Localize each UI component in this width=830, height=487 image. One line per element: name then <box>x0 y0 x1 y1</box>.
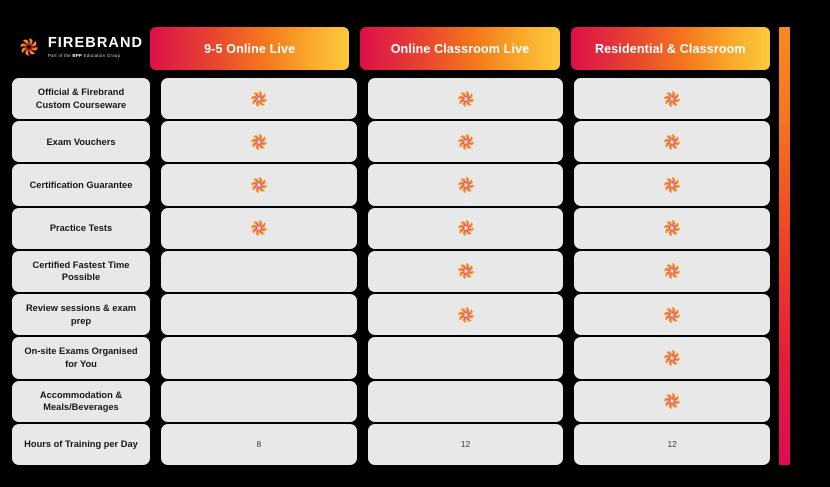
hours-value: 12 <box>667 439 677 450</box>
cell-practice-tests-residential-classroom <box>574 207 771 249</box>
cell-certification-guarantee-residential-classroom <box>574 164 771 206</box>
cell-accommodation-meals-beverages-online-classroom-live <box>367 380 564 422</box>
row-label-certification-guarantee: Certification Guarantee <box>12 164 150 206</box>
firebrand-check-icon <box>661 217 683 239</box>
row-label-review-sessions-exam-prep: Review sessions & exam prep <box>12 294 150 336</box>
table-row: Accommodation & Meals/Beverages <box>12 380 771 422</box>
cell-practice-tests-online-classroom-live <box>367 207 564 249</box>
firebrand-check-icon <box>455 88 477 110</box>
cell-exam-vouchers-online-classroom-live <box>367 121 564 163</box>
cell-accommodation-meals-beverages-online-live-9-5 <box>161 380 357 422</box>
table-row: Exam Vouchers <box>12 121 771 163</box>
row-label-accommodation-meals-beverages: Accommodation & Meals/Beverages <box>12 380 150 422</box>
table-row: Certification Guarantee <box>12 164 771 206</box>
cell-accommodation-meals-beverages-residential-classroom <box>574 380 771 422</box>
firebrand-check-icon <box>661 390 683 412</box>
cell-official-firebrand-custom-courseware-online-classroom-live <box>367 78 564 120</box>
table-row: Practice Tests <box>12 207 771 249</box>
cell-exam-vouchers-online-live-9-5 <box>161 121 357 163</box>
row-label-practice-tests: Practice Tests <box>12 207 150 249</box>
cell-hours-of-training-per-day-online-classroom-live: 12 <box>367 423 564 465</box>
row-label-official-firebrand-custom-courseware: Official & Firebrand Custom Courseware <box>12 78 150 120</box>
column-header-online-live-9-5[interactable]: 9-5 Online Live <box>150 27 350 70</box>
table-row: Certified Fastest Time Possible <box>12 250 771 293</box>
column-header-residential-classroom[interactable]: Residential & Classroom <box>570 27 770 70</box>
row-label-on-site-exams-organised-for-you: On-site Exams Organised for You <box>12 337 150 379</box>
cell-hours-of-training-per-day-online-live-9-5: 8 <box>161 423 357 465</box>
row-label-hours-of-training-per-day: Hours of Training per Day <box>12 423 150 465</box>
cell-hours-of-training-per-day-residential-classroom: 12 <box>574 423 771 465</box>
cell-on-site-exams-organised-for-you-online-classroom-live <box>367 337 564 379</box>
brand-tagline: Part of the BPP Education Group <box>47 53 121 59</box>
firebrand-check-icon <box>661 347 683 369</box>
brand-text-block: FIREBRAND Part of the BPP Education Grou… <box>48 36 143 59</box>
row-label-exam-vouchers: Exam Vouchers <box>12 121 150 163</box>
cell-official-firebrand-custom-courseware-online-live-9-5 <box>161 78 357 120</box>
vertical-scrollbar-track[interactable] <box>779 27 790 465</box>
firebrand-check-icon <box>248 174 270 196</box>
firebrand-check-icon <box>661 131 683 153</box>
cell-certified-fastest-time-possible-online-classroom-live <box>367 250 564 293</box>
cell-certified-fastest-time-possible-residential-classroom <box>574 250 771 293</box>
firebrand-check-icon <box>661 260 683 282</box>
cell-on-site-exams-organised-for-you-residential-classroom <box>574 337 771 379</box>
cell-on-site-exams-organised-for-you-online-live-9-5 <box>161 337 357 379</box>
cell-official-firebrand-custom-courseware-residential-classroom <box>574 78 771 120</box>
firebrand-check-icon <box>455 131 477 153</box>
cell-certification-guarantee-online-live-9-5 <box>161 164 357 206</box>
cell-exam-vouchers-residential-classroom <box>574 121 771 163</box>
firebrand-check-icon <box>455 304 477 326</box>
firebrand-check-icon <box>248 131 270 153</box>
column-header-online-classroom-live[interactable]: Online Classroom Live <box>360 27 560 70</box>
hours-value: 8 <box>256 439 262 450</box>
tagline-bpp: BPP <box>72 53 83 59</box>
firebrand-logo: FIREBRAND Part of the BPP Education Grou… <box>12 24 148 70</box>
table-row: Review sessions & exam prep <box>12 294 771 336</box>
column-header-row: 9-5 Online Live Online Classroom Live Re… <box>150 27 770 70</box>
brand-name: FIREBRAND <box>47 34 144 51</box>
cell-practice-tests-online-live-9-5 <box>161 207 357 249</box>
firebrand-check-icon <box>661 88 683 110</box>
firebrand-check-icon <box>248 88 270 110</box>
firebrand-check-icon <box>455 260 477 282</box>
hours-value: 12 <box>460 439 471 450</box>
cell-review-sessions-exam-prep-residential-classroom <box>574 294 771 336</box>
cell-certification-guarantee-online-classroom-live <box>367 164 564 206</box>
tagline-suffix: Education Group <box>82 53 121 59</box>
cell-review-sessions-exam-prep-online-live-9-5 <box>161 294 357 336</box>
firebrand-pinwheel-icon <box>17 35 41 59</box>
firebrand-check-icon <box>248 217 270 239</box>
firebrand-check-icon <box>455 217 477 239</box>
table-row: Official & Firebrand Custom Courseware <box>12 78 771 120</box>
tagline-prefix: Part of the <box>47 53 73 59</box>
firebrand-check-icon <box>661 304 683 326</box>
vertical-scrollbar-thumb[interactable] <box>779 27 790 465</box>
firebrand-check-icon <box>455 174 477 196</box>
table-row: On-site Exams Organised for You <box>12 337 771 379</box>
firebrand-check-icon <box>661 174 683 196</box>
cell-certified-fastest-time-possible-online-live-9-5 <box>161 250 357 293</box>
row-label-certified-fastest-time-possible: Certified Fastest Time Possible <box>12 250 150 293</box>
cell-review-sessions-exam-prep-online-classroom-live <box>367 294 564 336</box>
table-row: Hours of Training per Day 8 12 12 <box>12 423 771 465</box>
